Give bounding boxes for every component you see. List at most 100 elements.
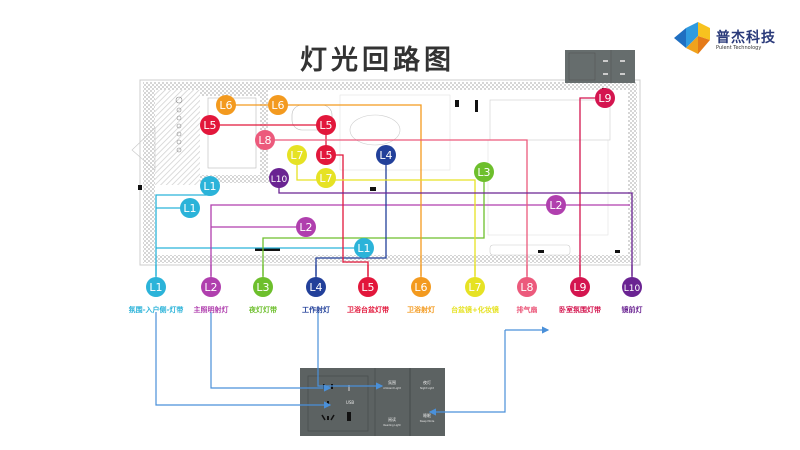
badge-circle: [287, 145, 307, 165]
table: [349, 114, 401, 146]
badge-label: L9: [598, 92, 611, 105]
badge-label: L8: [520, 281, 533, 294]
arrow-l4-to-switch: [317, 312, 384, 390]
badge-circle: [268, 95, 288, 115]
company-logo-icon: [674, 22, 710, 54]
switch-button-4-label[interactable]: 睡眠: [423, 412, 431, 418]
badge-circle: [546, 195, 566, 215]
badge-circle: [200, 115, 220, 135]
legend-badge-l6: L6: [411, 277, 431, 297]
badge-circle: [474, 162, 494, 182]
badge-circle: [316, 168, 336, 188]
plan-badge-l3: L3: [474, 162, 494, 182]
page-title: 灯光回路图: [300, 45, 455, 76]
plan-badge-l5: L5: [316, 115, 336, 135]
badge-circle: [216, 95, 236, 115]
badge-label: L6: [219, 99, 232, 112]
plan-badge-l2: L2: [296, 217, 316, 237]
svg-text:Night Light: Night Light: [420, 386, 434, 390]
legend-badge-l2: L2: [201, 277, 221, 297]
desk: [489, 244, 571, 256]
arrow-l1-to-socket: [155, 312, 332, 409]
badge-label: L6: [414, 281, 427, 294]
wire-l3-0: [262, 172, 485, 276]
top-wall: [143, 82, 637, 90]
company-name: 普杰科技: [716, 30, 776, 46]
badge-label: L2: [204, 281, 217, 294]
plan-badge-l9: L9: [595, 88, 615, 108]
plan-badge-l8: L8: [255, 130, 275, 150]
wire-l1-0: [155, 194, 210, 276]
left-wall: [143, 82, 155, 262]
legend-badge-l1: L1: [146, 277, 166, 297]
floor-plan-outline: [139, 79, 641, 266]
entry-closet: [155, 90, 200, 185]
plan-badge-l7: L7: [287, 145, 307, 165]
badge-circle: [358, 277, 378, 297]
badge-circle: [296, 217, 316, 237]
badge-label: L4: [379, 149, 392, 162]
plan-badge-l6: L6: [268, 95, 288, 115]
legend-label-l1: 氛围-入户侧-灯带: [128, 306, 184, 314]
legend-badge-l3: L3: [253, 277, 273, 297]
legend-label-l5: 卫浴台盆灯带: [347, 306, 389, 314]
badge-label: L7: [290, 149, 303, 162]
badge-label: L5: [319, 149, 332, 162]
bottom-wall: [143, 255, 637, 263]
badge-label: L1: [149, 281, 162, 294]
badge-label: L2: [549, 199, 562, 212]
badge-circle: [316, 145, 336, 165]
badge-circle: [200, 176, 220, 196]
badge-label: L5: [361, 281, 374, 294]
badge-label: L3: [256, 281, 269, 294]
plan-badge-l1: L1: [180, 198, 200, 218]
wire-l8-0: [265, 139, 528, 276]
mini-switch-panel: [565, 50, 635, 83]
badge-circle: [622, 277, 642, 297]
badge-label: L5: [203, 119, 216, 132]
right-wall: [628, 82, 637, 262]
door-swing: [131, 127, 156, 171]
connection-arrows: [155, 312, 550, 416]
badge-label: L8: [258, 134, 271, 147]
usb-port-icon: [348, 385, 350, 391]
legend-badge-l8: L8: [517, 277, 537, 297]
switch-button-3-label[interactable]: 夜灯: [423, 379, 431, 385]
socket-module: [307, 375, 369, 432]
legend-label-l6: 卫浴射灯: [407, 306, 435, 314]
badge-circle: [354, 238, 374, 258]
wire-l7-0: [326, 179, 476, 276]
badge-circle: [517, 277, 537, 297]
switch-button-2-label[interactable]: 阅读: [388, 416, 396, 422]
switch-button-1-label[interactable]: 氛围: [388, 379, 396, 385]
badge-circle: [306, 277, 326, 297]
badge-circle: [376, 145, 396, 165]
legend-label-l3: 夜灯灯带: [249, 306, 277, 314]
badge-label: L6: [271, 99, 284, 112]
legend-badge-l5: L5: [358, 277, 378, 297]
legend-label-l10: 镜前灯: [621, 306, 643, 314]
badge-circle: [146, 277, 166, 297]
legend-label-l4: 工作射灯: [302, 306, 330, 314]
legend-badge-l9: L9: [570, 277, 590, 297]
legend-badge-l10: L10: [622, 277, 642, 297]
usb-c-port-icon: [347, 412, 351, 421]
plan-badge-l1: L1: [354, 238, 374, 258]
badge-label: L3: [477, 166, 490, 179]
plan-badge-l7: L7: [316, 168, 336, 188]
badge-circle: [255, 130, 275, 150]
plan-badge-l6: L6: [216, 95, 236, 115]
arrow-l2-to-socket: [210, 312, 332, 392]
badge-label: L10: [624, 284, 641, 294]
legend-label-l9: 卧室氛围灯带: [559, 306, 601, 314]
badge-label: L1: [203, 180, 216, 193]
plan-badge-l5: L5: [200, 115, 220, 135]
badge-label: L10: [271, 175, 288, 185]
badge-circle: [201, 277, 221, 297]
svg-text:Ambient Light: Ambient Light: [383, 386, 401, 390]
company-subtitle: Pulent Technology: [716, 45, 762, 51]
legend-label-l8: 排气扇: [516, 306, 538, 314]
svg-text:Sleep Mode: Sleep Mode: [420, 419, 435, 423]
